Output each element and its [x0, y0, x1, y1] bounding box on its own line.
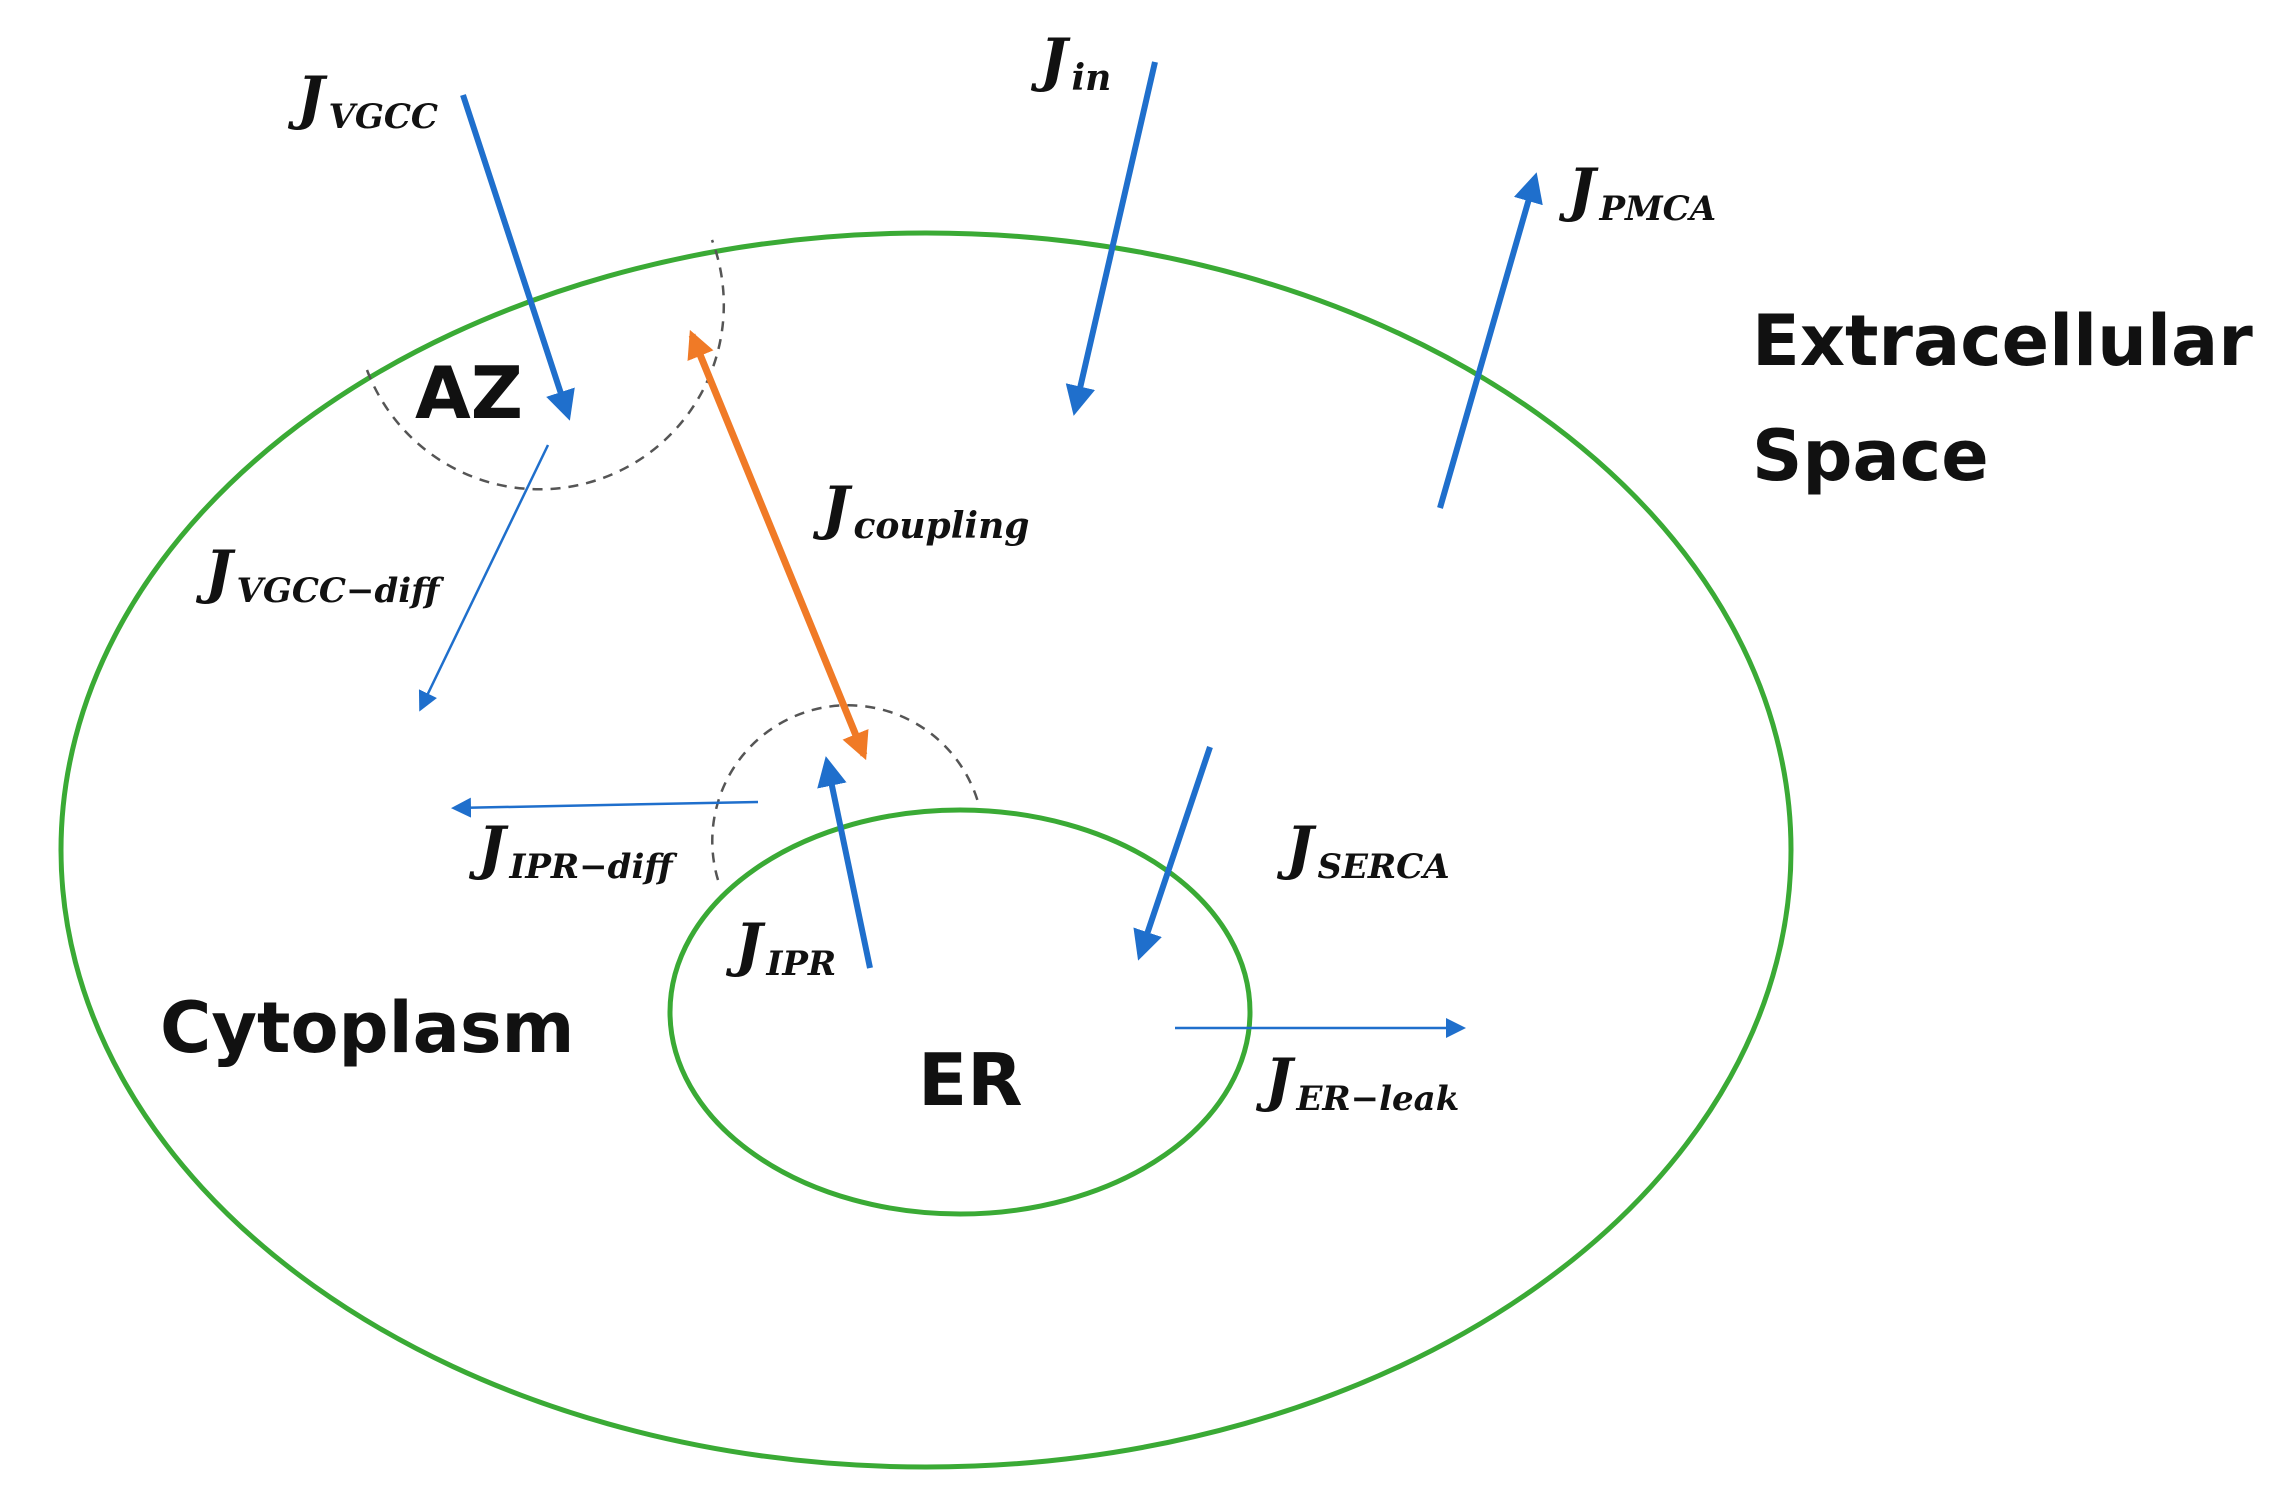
cytoplasm-label: Cytoplasm: [160, 987, 575, 1069]
ipr-diff-arrow: [451, 797, 759, 818]
extracellular-label-line2: Space: [1752, 415, 1989, 497]
vgcc-diff-arrow: [418, 444, 550, 712]
pmca-arrow: [1437, 172, 1543, 509]
er-membrane: [667, 807, 1253, 1217]
er-label: ER: [918, 1038, 1023, 1122]
vgcc-arrow: [460, 94, 575, 421]
serca-arrow: [1133, 746, 1213, 961]
coupling-arrow: [687, 329, 869, 761]
ipr-microdomain: [711, 704, 980, 881]
in-arrow: [1065, 61, 1158, 416]
extracellular-label-line1: Extracellular: [1752, 300, 2253, 382]
az-microdomain: [365, 239, 726, 491]
plasma-membrane: [58, 230, 1794, 1470]
ipr-arrow: [817, 756, 873, 969]
az-label: AZ: [415, 351, 523, 435]
